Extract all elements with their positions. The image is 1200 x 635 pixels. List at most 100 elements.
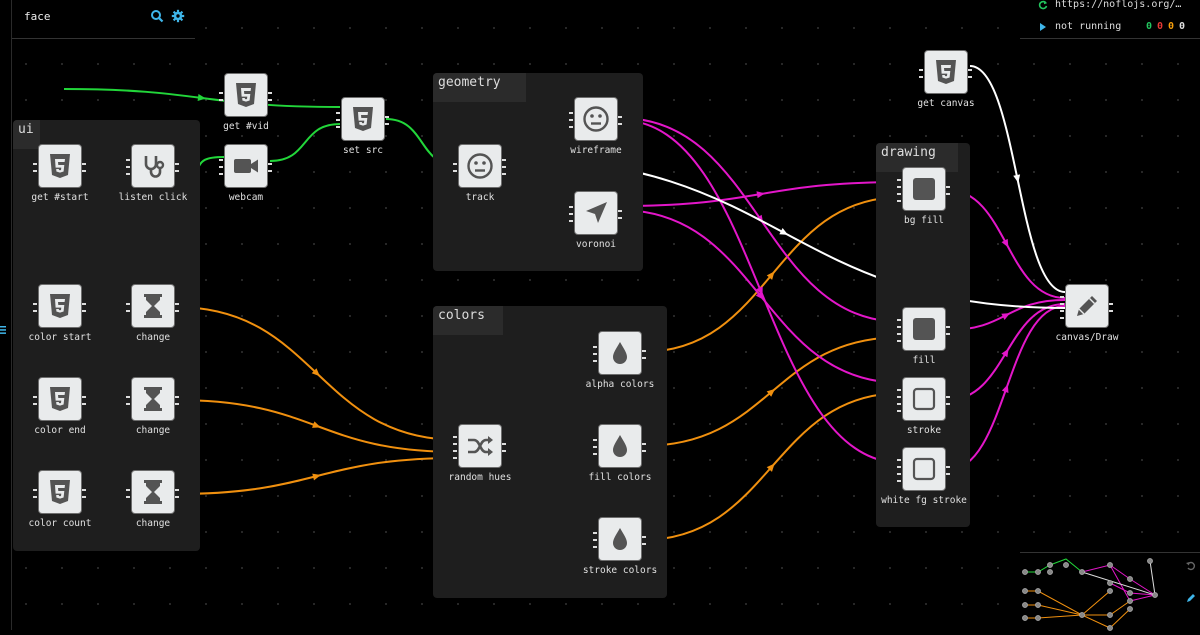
- green-connection[interactable]: [63, 88, 341, 108]
- inport[interactable]: [569, 119, 573, 121]
- inport[interactable]: [569, 126, 573, 128]
- node-voronoi[interactable]: voronoi: [556, 191, 636, 250]
- refresh-icon[interactable]: [1038, 0, 1048, 10]
- orange-connection[interactable]: [641, 392, 903, 541]
- node-alpha-colors[interactable]: alpha colors: [580, 331, 660, 390]
- inport[interactable]: [897, 465, 901, 468]
- node-change-3[interactable]: change: [113, 470, 193, 529]
- inport[interactable]: [336, 126, 340, 128]
- inport[interactable]: [593, 439, 597, 441]
- outport[interactable]: [618, 216, 622, 219]
- inport[interactable]: [126, 173, 130, 175]
- outport[interactable]: [175, 488, 179, 491]
- outport[interactable]: [82, 402, 86, 405]
- inport[interactable]: [593, 446, 597, 448]
- outport[interactable]: [82, 162, 86, 165]
- inport[interactable]: [593, 346, 597, 348]
- outport[interactable]: [1109, 302, 1113, 305]
- outport[interactable]: [82, 488, 86, 491]
- outport[interactable]: [268, 162, 272, 165]
- outport[interactable]: [175, 495, 179, 498]
- outport[interactable]: [968, 68, 972, 71]
- inport[interactable]: [593, 539, 597, 541]
- outport[interactable]: [968, 75, 972, 78]
- magenta-connection[interactable]: [619, 181, 903, 207]
- inport[interactable]: [593, 546, 597, 548]
- inport[interactable]: [219, 173, 223, 175]
- inport[interactable]: [897, 409, 901, 412]
- node-random-hues[interactable]: random hues: [440, 424, 520, 483]
- node-webcam[interactable]: webcam: [206, 144, 286, 203]
- inport[interactable]: [33, 495, 37, 498]
- orange-connection[interactable]: [175, 399, 459, 453]
- outport[interactable]: [946, 465, 950, 468]
- inport[interactable]: [897, 479, 901, 482]
- inport[interactable]: [453, 435, 457, 438]
- group-title-colors[interactable]: colors: [433, 306, 503, 335]
- outport[interactable]: [175, 402, 179, 405]
- outport[interactable]: [618, 209, 622, 212]
- outport[interactable]: [82, 302, 86, 305]
- inport[interactable]: [919, 68, 923, 71]
- undo-icon[interactable]: [1186, 561, 1196, 571]
- inport[interactable]: [569, 213, 573, 215]
- outport[interactable]: [642, 542, 646, 545]
- inport[interactable]: [897, 185, 901, 188]
- inport[interactable]: [897, 199, 901, 202]
- outport[interactable]: [82, 309, 86, 312]
- inport[interactable]: [897, 332, 901, 335]
- node-white-fg-stroke[interactable]: white fg stroke: [881, 447, 967, 506]
- outport[interactable]: [618, 115, 622, 118]
- inport[interactable]: [1060, 302, 1064, 305]
- inport[interactable]: [453, 162, 457, 165]
- inport[interactable]: [336, 112, 340, 114]
- outport[interactable]: [175, 302, 179, 305]
- outport[interactable]: [82, 395, 86, 398]
- inport[interactable]: [219, 166, 223, 168]
- inport[interactable]: [919, 75, 923, 78]
- search-icon[interactable]: [150, 9, 164, 23]
- group-title-geometry[interactable]: geometry: [433, 73, 526, 102]
- outport[interactable]: [502, 173, 506, 175]
- outport[interactable]: [642, 449, 646, 452]
- outport[interactable]: [642, 442, 646, 445]
- orange-connection[interactable]: [641, 336, 903, 447]
- outport[interactable]: [268, 169, 272, 172]
- outport[interactable]: [642, 535, 646, 538]
- inport[interactable]: [126, 309, 130, 312]
- inport[interactable]: [33, 302, 37, 305]
- node-change-2[interactable]: change: [113, 377, 193, 436]
- inport[interactable]: [33, 162, 37, 165]
- node-set-src[interactable]: set src: [323, 97, 403, 156]
- outport[interactable]: [502, 166, 506, 168]
- node-canvas-draw[interactable]: canvas/Draw: [1047, 284, 1127, 343]
- inport[interactable]: [126, 488, 130, 491]
- outport[interactable]: [618, 122, 622, 125]
- orange-connection[interactable]: [175, 306, 459, 441]
- inport[interactable]: [897, 388, 901, 391]
- node-get-vid[interactable]: get #vid: [206, 73, 286, 132]
- inport[interactable]: [569, 112, 573, 114]
- inport[interactable]: [126, 302, 130, 305]
- outport[interactable]: [385, 122, 389, 125]
- outport[interactable]: [946, 185, 950, 188]
- inport[interactable]: [33, 309, 37, 312]
- node-track[interactable]: track: [440, 144, 520, 203]
- node-get-start[interactable]: get #start: [20, 144, 100, 203]
- edit-icon[interactable]: [1186, 593, 1196, 603]
- inport[interactable]: [1060, 316, 1064, 319]
- outport[interactable]: [502, 449, 506, 452]
- outport[interactable]: [385, 115, 389, 118]
- node-stroke[interactable]: stroke: [884, 377, 964, 436]
- group-title-ui[interactable]: ui: [13, 120, 40, 149]
- node-fill-colors[interactable]: fill colors: [580, 424, 660, 483]
- outport[interactable]: [642, 349, 646, 352]
- inport[interactable]: [897, 325, 901, 328]
- magenta-connection[interactable]: [619, 117, 903, 323]
- outport[interactable]: [502, 442, 506, 445]
- outport[interactable]: [946, 325, 950, 328]
- inport[interactable]: [219, 91, 223, 94]
- minimap[interactable]: [1020, 552, 1200, 631]
- inport[interactable]: [593, 453, 597, 455]
- outport[interactable]: [82, 495, 86, 498]
